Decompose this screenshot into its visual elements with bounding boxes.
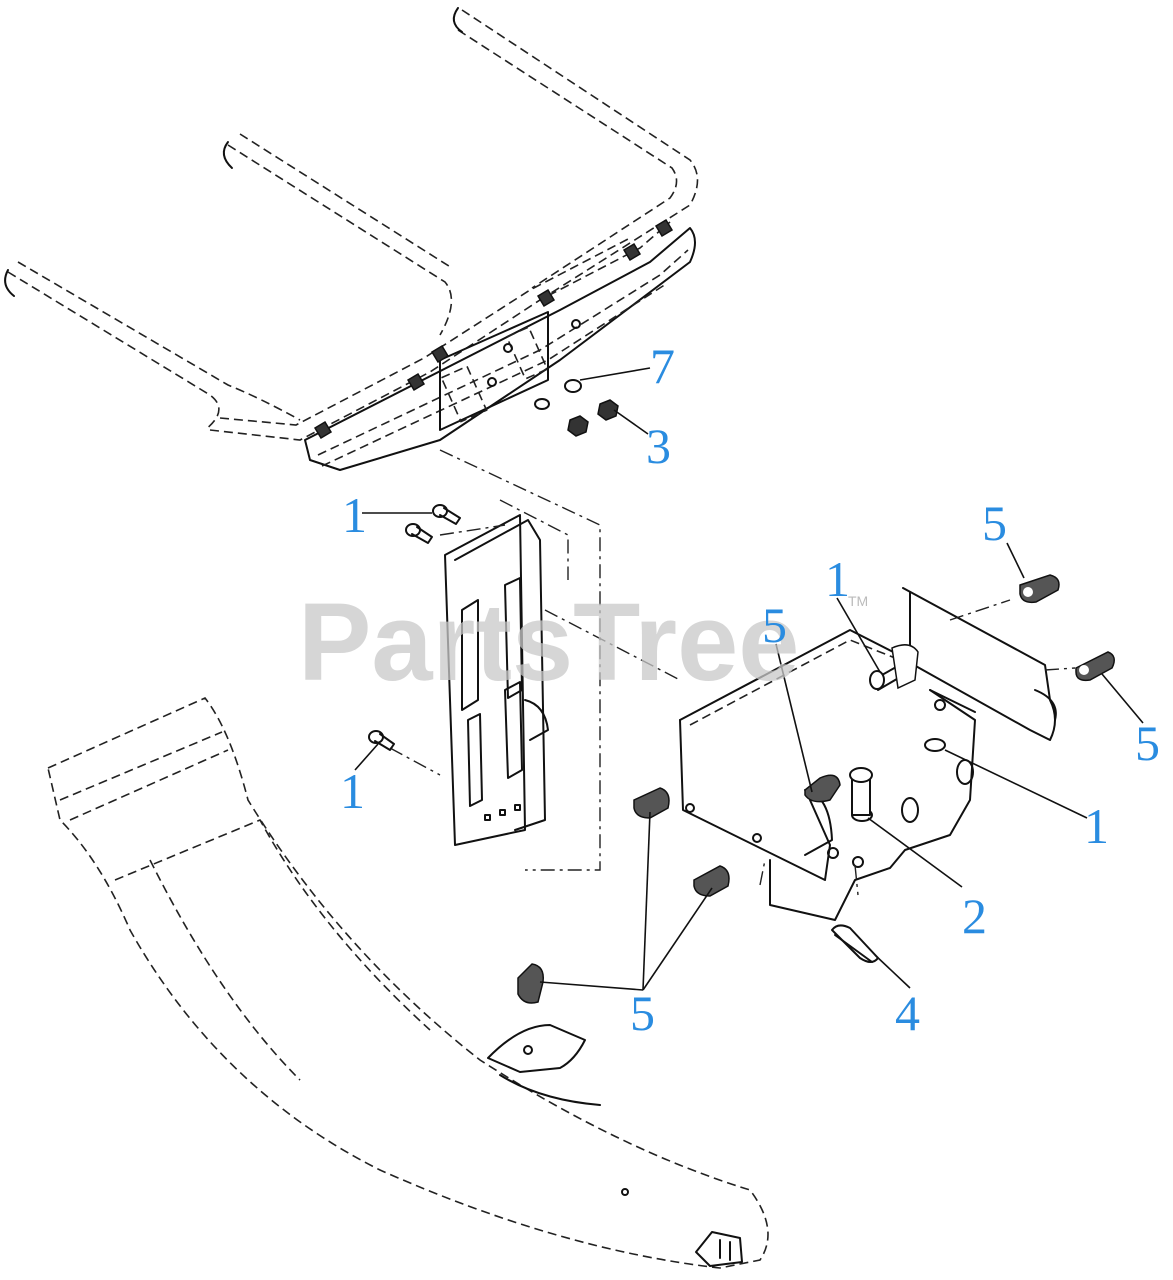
callout-7: 7	[650, 338, 675, 394]
callout-1: 1	[340, 763, 365, 819]
callout-5: 5	[1135, 715, 1160, 771]
discharge-chute	[47, 697, 769, 1269]
callout-5: 5	[630, 985, 655, 1041]
watermark-text: PartsTree	[298, 581, 799, 704]
callout-4: 4	[895, 985, 920, 1041]
knob-fasteners	[517, 574, 1115, 1004]
callout-2: 2	[962, 888, 987, 944]
watermark-trademark: TM	[848, 593, 868, 609]
callout-1: 1	[342, 487, 367, 543]
callout-5: 5	[762, 597, 787, 653]
callout-3: 3	[646, 418, 671, 474]
callout-labels: 7 3 1 5 1 5 5 1 1 2 5 4	[340, 338, 1160, 1041]
hitch-bracket	[544, 587, 1076, 963]
callout-1: 1	[825, 551, 850, 607]
carriage-bolt	[368, 504, 461, 751]
callout-1: 1	[1084, 798, 1109, 854]
handlebar-assembly	[4, 7, 699, 471]
mounting-bracket	[368, 449, 601, 871]
leader-lines	[354, 367, 1144, 991]
callout-5: 5	[982, 495, 1007, 551]
